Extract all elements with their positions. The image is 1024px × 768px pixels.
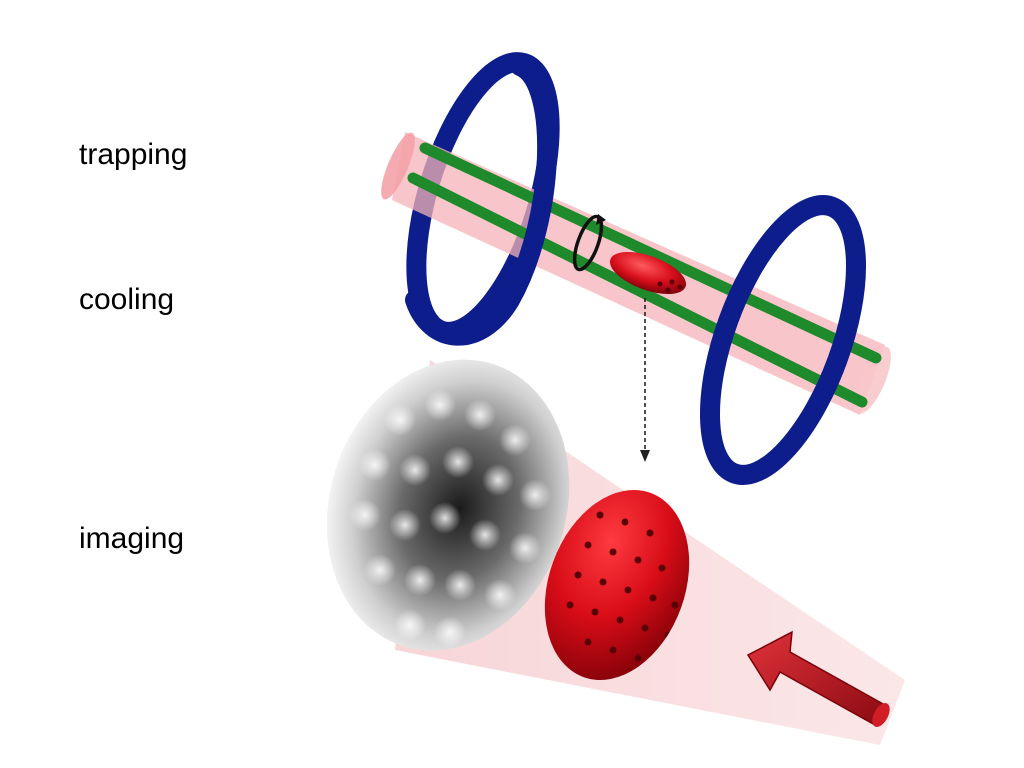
- rotation-arrow-icon: [572, 214, 606, 272]
- label-cooling: cooling: [79, 283, 175, 316]
- label-imaging: imaging: [79, 522, 185, 555]
- guide-rods: [407, 142, 882, 408]
- vortex-disc: [544, 490, 690, 680]
- label-trapping: trapping: [79, 138, 188, 171]
- left-coil: [405, 56, 558, 346]
- right-coil: [699, 195, 867, 485]
- projection-arrow: [640, 298, 650, 462]
- probe-arrow-icon: [746, 630, 890, 727]
- absorption-image: [326, 359, 570, 651]
- atom-cloud: [609, 251, 687, 295]
